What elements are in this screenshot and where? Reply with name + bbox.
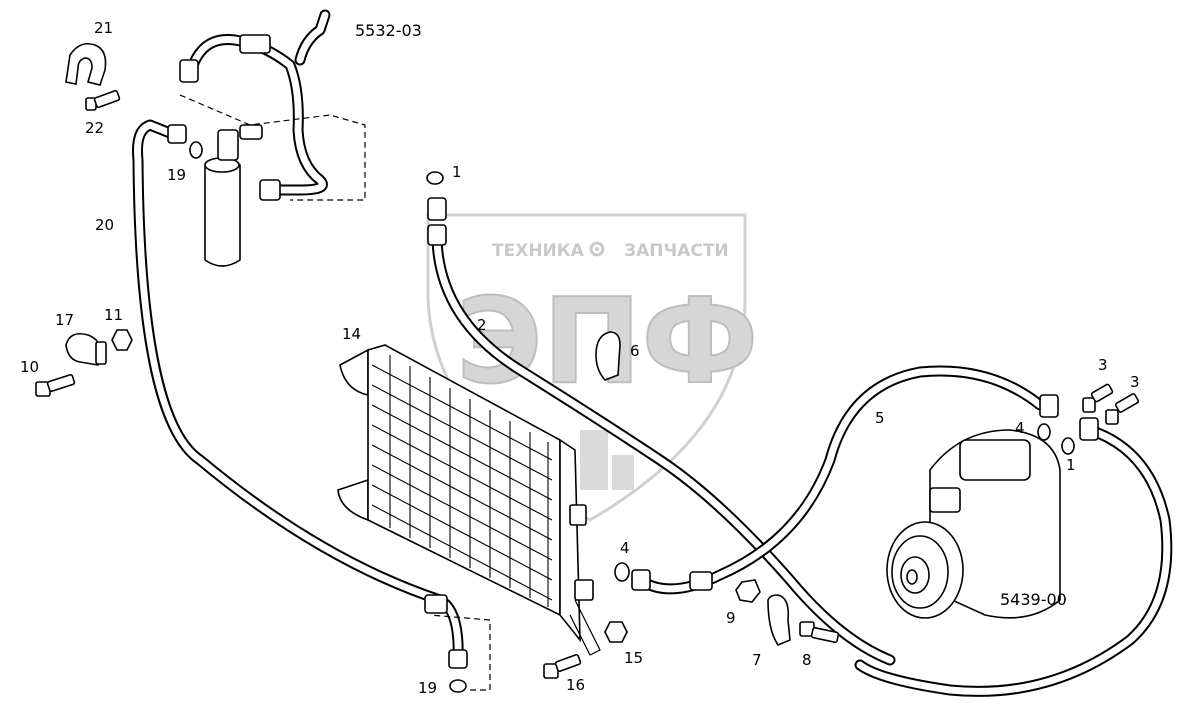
clamp-7	[767, 594, 791, 646]
bolt-16	[543, 653, 582, 679]
callout-10: 10	[20, 358, 39, 376]
bolt-8	[799, 621, 840, 644]
callout-19-top: 19	[167, 166, 186, 184]
seal-ring-4-right	[1037, 423, 1051, 441]
seal-ring-1-top	[426, 171, 444, 185]
callout-17: 17	[55, 311, 74, 329]
callout-11: 11	[104, 306, 123, 324]
seal-ring-19-bottom	[449, 679, 467, 693]
watermark-left-text: ТЕХНИКА	[492, 241, 585, 261]
watermark-building-icon	[580, 430, 634, 490]
callout-1-top: 1	[452, 163, 462, 181]
compressor-assembly: 5439-00	[886, 429, 1067, 619]
bolt-10	[35, 373, 76, 397]
seal-ring-1-right	[1061, 437, 1075, 455]
hose-20	[132, 119, 468, 669]
callout-3-right: 3	[1130, 373, 1140, 391]
receiver-drier-assembly: 5532-03	[179, 9, 422, 267]
clamp-6	[595, 331, 621, 381]
callout-16: 16	[566, 676, 585, 694]
hose-2	[427, 197, 896, 666]
callout-20: 20	[95, 216, 114, 234]
hose-5	[631, 365, 1059, 595]
callout-21: 21	[94, 19, 113, 37]
seal-ring-19-top	[189, 141, 203, 159]
callout-7: 7	[752, 651, 762, 669]
bolt-3-left	[1082, 383, 1114, 413]
callout-4-bottom: 4	[620, 539, 630, 557]
hose-discharge	[854, 417, 1173, 697]
condenser-14	[337, 344, 601, 656]
callout-6: 6	[630, 342, 640, 360]
dash-leader-19	[429, 614, 491, 691]
bolt-22	[85, 89, 121, 111]
watermark-right-text: ЗАПЧАСТИ	[624, 241, 729, 261]
callout-22: 22	[85, 119, 104, 137]
gear-icon	[589, 241, 605, 257]
nut-11	[111, 329, 133, 351]
clamp-21	[65, 42, 107, 86]
seal-ring-4-bottom	[614, 562, 630, 582]
receiver-drier-assembly-label: 5532-03	[355, 21, 422, 40]
callout-5: 5	[875, 409, 885, 427]
callout-8: 8	[802, 651, 812, 669]
nut-9	[735, 579, 761, 603]
callout-4-right: 4	[1015, 419, 1025, 437]
callout-14: 14	[342, 325, 361, 343]
compressor-assembly-label: 5439-00	[1000, 590, 1067, 609]
callout-3-left: 3	[1098, 356, 1108, 374]
callout-19-bottom: 19	[418, 679, 437, 697]
nut-15	[604, 621, 628, 643]
callout-9: 9	[726, 609, 736, 627]
callout-15: 15	[624, 649, 643, 667]
callout-2: 2	[477, 316, 487, 334]
clamp-17	[65, 332, 107, 366]
bolt-3-right	[1105, 393, 1140, 425]
callout-1-right: 1	[1066, 456, 1076, 474]
